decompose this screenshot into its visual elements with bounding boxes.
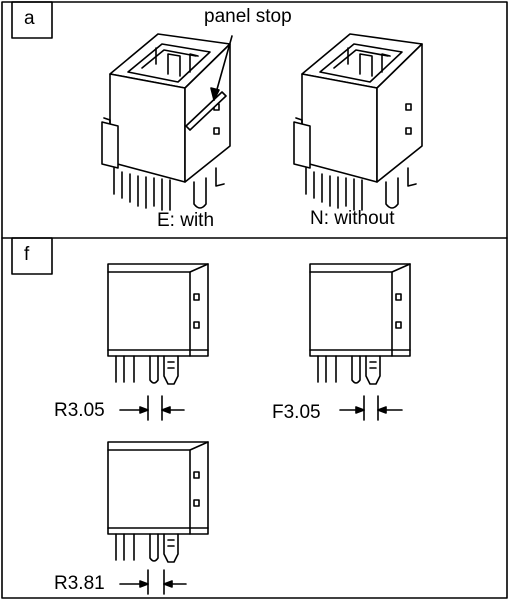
dim-label-f305: F3.05 bbox=[272, 402, 321, 423]
panel-stop-bar bbox=[185, 91, 227, 131]
section-f-tag: f bbox=[24, 244, 30, 265]
side-view-r305 bbox=[107, 263, 209, 385]
tag-box-f bbox=[11, 237, 53, 275]
dim-marker-r305 bbox=[119, 395, 185, 421]
panel-stop-callout: panel stop bbox=[204, 6, 292, 27]
tag-box-a bbox=[11, 1, 53, 39]
dim-label-r381: R3.81 bbox=[54, 573, 105, 594]
jack-with-panel-stop bbox=[101, 33, 231, 211]
side-view-f305 bbox=[309, 263, 411, 385]
jack-without-panel-stop bbox=[293, 33, 423, 211]
section-a-tag: a bbox=[24, 8, 35, 29]
callout-arrowhead bbox=[210, 87, 220, 101]
dim-marker-r381 bbox=[119, 569, 187, 595]
dim-marker-f305 bbox=[339, 395, 403, 421]
dim-label-r305: R3.05 bbox=[54, 400, 105, 421]
caption-with: E: with bbox=[157, 210, 215, 231]
side-view-r381 bbox=[107, 441, 209, 563]
caption-without: N: without bbox=[310, 208, 395, 229]
